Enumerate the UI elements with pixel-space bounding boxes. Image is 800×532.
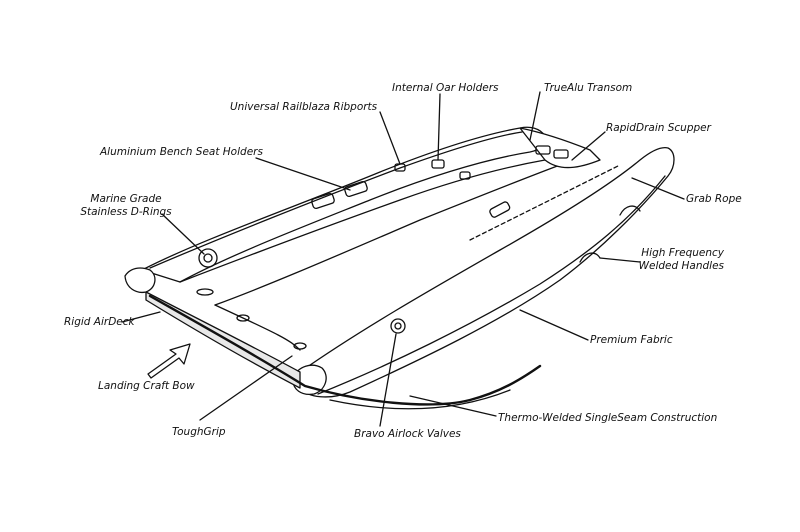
leader-ribports xyxy=(379,111,401,165)
ribport-2 xyxy=(459,171,471,180)
label-marine-grade-d-rings: Marine Grade Stainless D-Rings xyxy=(76,193,176,219)
deck-inner xyxy=(214,304,301,351)
label-rigid-airdeck: Rigid AirDeck xyxy=(64,316,135,328)
d-ring xyxy=(198,248,218,268)
deck-fitting-1 xyxy=(196,288,214,296)
label-bravo-airlock-valves: Bravo Airlock Valves xyxy=(354,428,461,440)
leader-bench xyxy=(255,157,351,191)
label-truealu-transom: TrueAlu Transom xyxy=(544,82,633,94)
leader-scupper xyxy=(571,131,606,161)
leader-thermo xyxy=(409,395,497,417)
label-marine-grade-line1: Marine Grade xyxy=(90,193,162,205)
transom-plate-2 xyxy=(553,149,569,159)
label-internal-oar-holders: Internal Oar Holders xyxy=(392,82,499,94)
label-marine-grade-line2: Stainless D-Rings xyxy=(80,206,172,218)
bow-cone-right xyxy=(292,364,327,396)
leader-truealu xyxy=(529,91,541,141)
leader-airdeck xyxy=(121,311,161,323)
grab-rope xyxy=(469,164,621,241)
deck-fitting-2 xyxy=(236,314,250,322)
right-tube xyxy=(299,146,675,398)
label-high-frequency-line2: Welded Handles xyxy=(638,260,724,272)
label-high-frequency-welded-handles: High Frequency Welded Handles xyxy=(624,247,724,273)
leader-handles xyxy=(599,257,641,263)
label-premium-fabric: Premium Fabric xyxy=(590,334,673,346)
left-tube-upper-seam xyxy=(149,131,523,269)
leader-toughgrip xyxy=(199,355,293,421)
label-thermo-welded-singleseam: Thermo-Welded SingleSeam Construction xyxy=(498,412,718,424)
right-tube-seam xyxy=(317,175,666,395)
label-universal-railblaza-ribports: Universal Railblaza Ribports xyxy=(230,101,378,113)
bow-cone-left xyxy=(124,267,156,294)
leader-fabric xyxy=(519,309,589,341)
bow-arrow xyxy=(147,343,191,379)
transom xyxy=(519,127,601,169)
leader-dring xyxy=(161,213,205,255)
seat-holder-1 xyxy=(311,192,335,210)
seat-holder-3 xyxy=(489,201,511,218)
label-aluminium-bench-seat-holders: Aluminium Bench Seat Holders xyxy=(100,146,263,158)
deck-fitting-3 xyxy=(293,342,307,350)
label-rapiddrain-scupper: RapidDrain Scupper xyxy=(606,122,711,134)
seat-holder-2 xyxy=(344,180,368,198)
label-high-frequency-line1: High Frequency xyxy=(641,247,724,259)
rub-strake xyxy=(148,294,542,406)
keel-line xyxy=(329,389,511,410)
handle-1 xyxy=(579,252,601,263)
label-grab-rope: Grab Rope xyxy=(686,193,742,205)
handle-2 xyxy=(619,205,641,216)
label-toughgrip: ToughGrip xyxy=(172,426,226,438)
leader-valves xyxy=(379,333,397,427)
label-landing-craft-bow: Landing Craft Bow xyxy=(98,380,195,392)
transom-plate-1 xyxy=(535,145,551,155)
leader-grab xyxy=(631,177,685,200)
leader-internal-oar xyxy=(437,93,441,161)
airlock-valve xyxy=(390,318,406,334)
